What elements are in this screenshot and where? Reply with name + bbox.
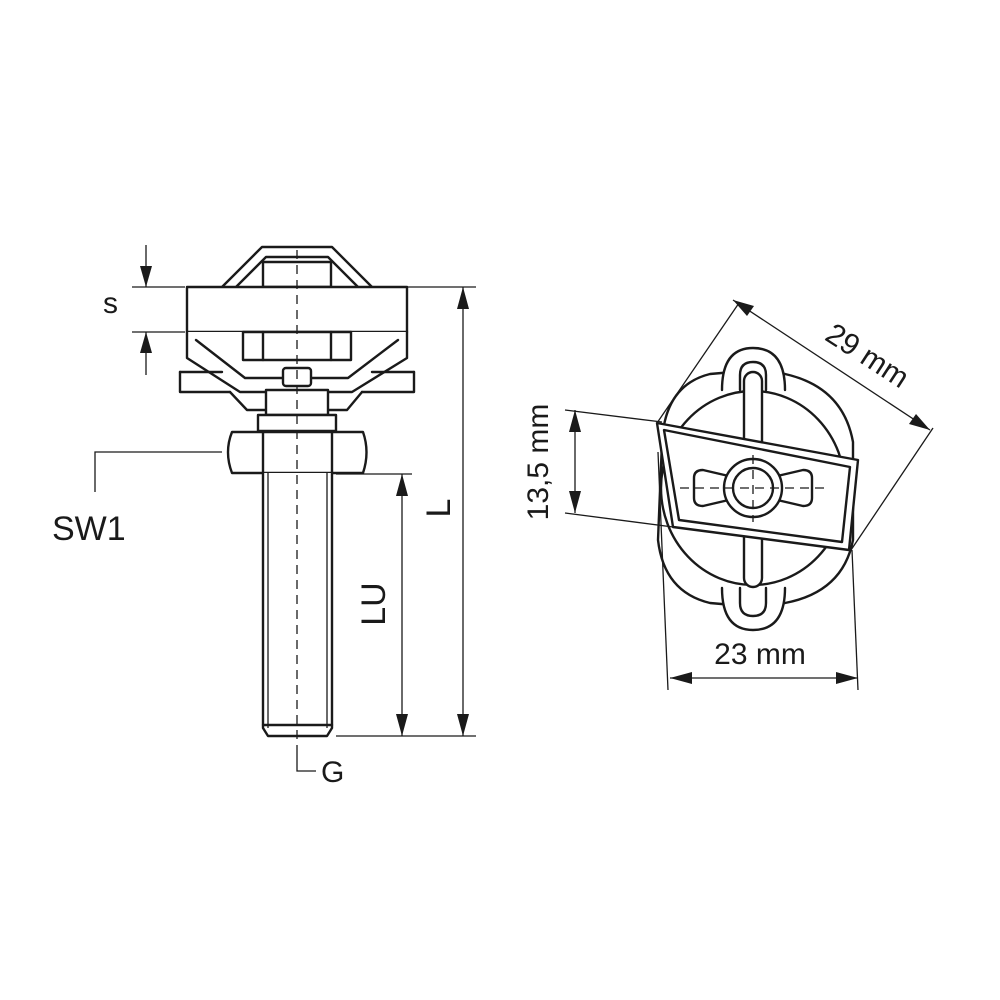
g-leader xyxy=(296,745,316,772)
sw1-leader xyxy=(94,451,222,492)
top-view: 29 mm 13,5 mm 23 mm xyxy=(522,299,934,691)
side-view: s SW1 LU L G xyxy=(52,245,476,789)
label-sw1: SW1 xyxy=(52,510,126,548)
dimension-29mm xyxy=(656,299,934,551)
top-lobe xyxy=(720,346,787,392)
dimension-s xyxy=(132,245,185,375)
dimension-lu xyxy=(336,473,476,737)
label-13-5mm: 13,5 mm xyxy=(522,404,555,521)
label-s: s xyxy=(103,287,118,320)
bottom-lobe xyxy=(720,586,787,632)
label-g: G xyxy=(321,756,344,789)
dimension-23mm xyxy=(657,451,859,691)
dimension-l xyxy=(408,286,476,736)
label-l: L xyxy=(420,499,458,518)
label-23mm: 23 mm xyxy=(714,638,806,671)
threaded-shank xyxy=(261,471,334,738)
dimension-13-5mm xyxy=(564,409,674,528)
label-lu: LU xyxy=(355,582,393,625)
label-29mm: 29 mm xyxy=(820,317,915,395)
center-screw xyxy=(680,455,826,522)
